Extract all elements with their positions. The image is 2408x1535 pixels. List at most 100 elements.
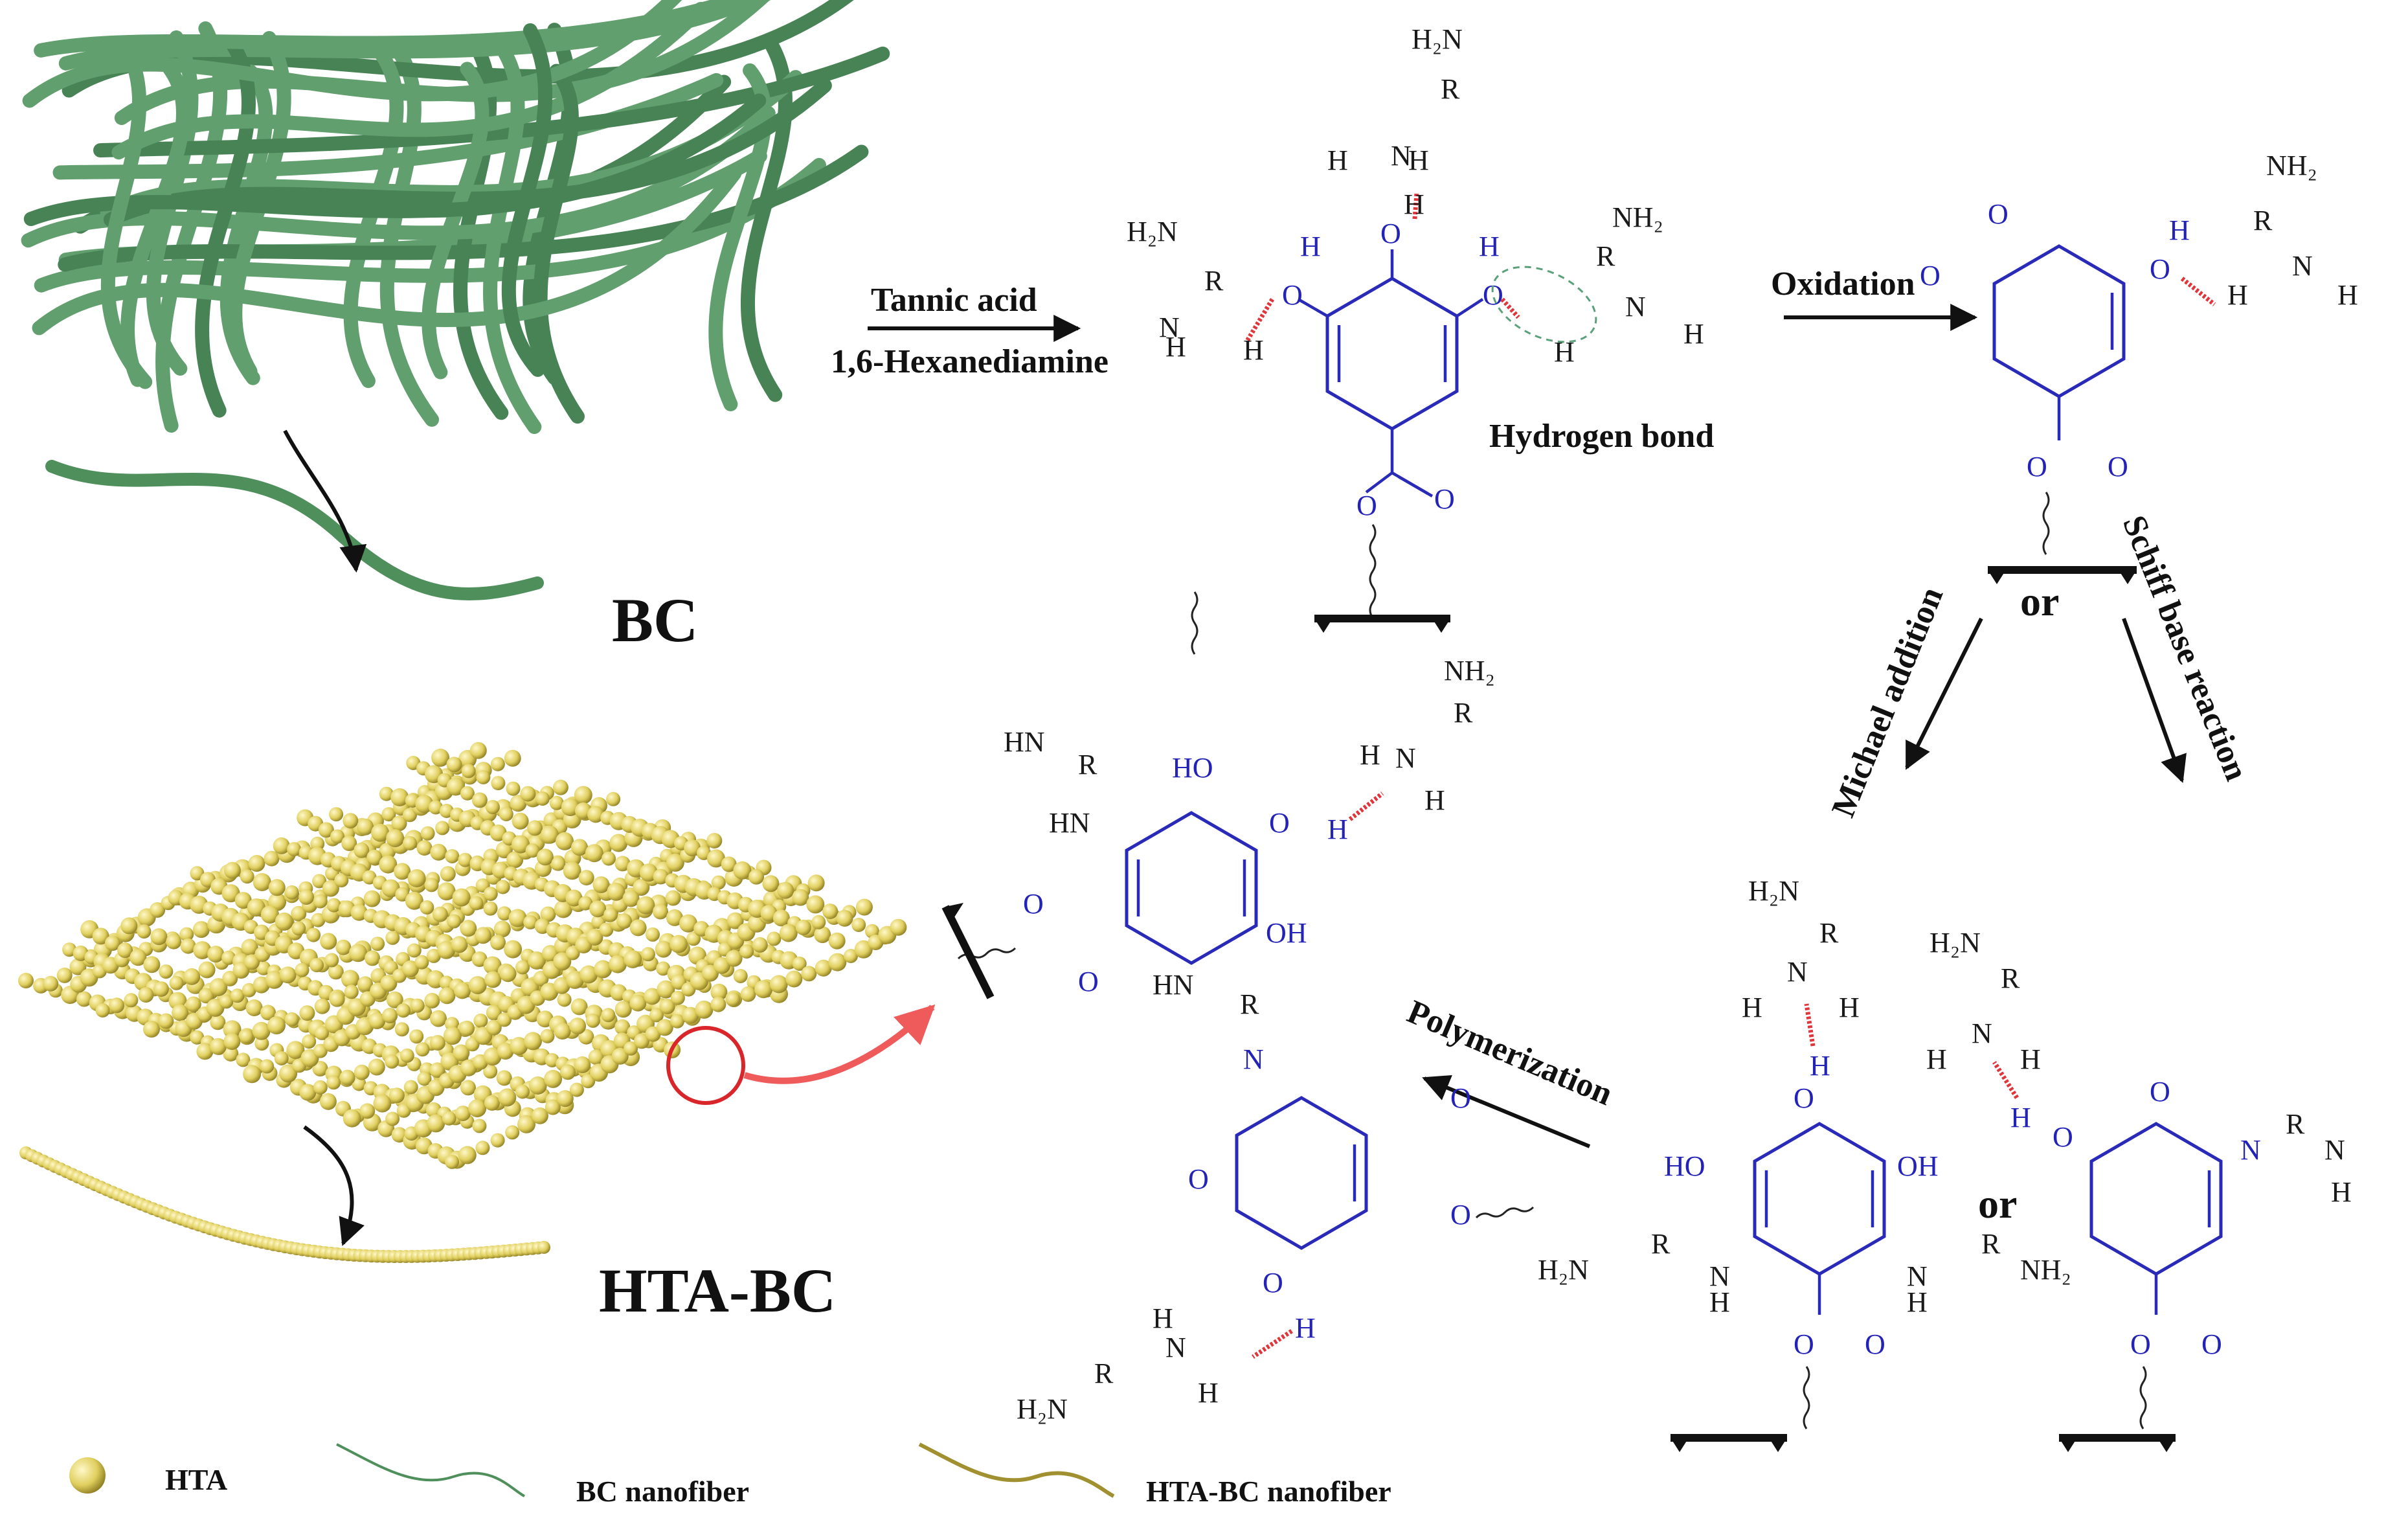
atom-label: O bbox=[1380, 218, 1401, 249]
hta-bead bbox=[585, 1013, 600, 1028]
hta-bead bbox=[396, 1003, 411, 1018]
hta-bead bbox=[646, 927, 660, 942]
hta-bead bbox=[721, 856, 737, 872]
zoom-red-arrow bbox=[743, 1004, 936, 1084]
bc-fiber-strand bbox=[32, 166, 742, 335]
atom-label: O bbox=[1450, 1199, 1471, 1231]
hta-bead bbox=[649, 1008, 664, 1023]
atom-label: H bbox=[1327, 144, 1348, 176]
atom-label: H bbox=[1424, 784, 1445, 816]
atom-label: HN bbox=[1049, 807, 1090, 839]
atom-label: R bbox=[1596, 240, 1615, 272]
hta-bead bbox=[475, 927, 491, 944]
hta-bead bbox=[545, 1099, 561, 1115]
bc-fiber-strand bbox=[111, 1, 708, 160]
hta-bead bbox=[221, 950, 236, 965]
atom-label: H bbox=[2337, 279, 2358, 311]
hta-bead bbox=[634, 1033, 649, 1049]
arrow-schiff bbox=[2122, 617, 2187, 783]
hta-bead bbox=[614, 856, 631, 872]
hta-bead bbox=[739, 944, 754, 959]
hta-bead bbox=[330, 829, 344, 844]
hta-bead bbox=[334, 873, 349, 888]
hta-bead bbox=[554, 900, 572, 918]
hta-bead bbox=[350, 904, 368, 921]
hta-bead bbox=[253, 873, 271, 891]
hta-bead bbox=[385, 1054, 399, 1069]
hta-bead bbox=[291, 905, 307, 922]
hta-bead bbox=[508, 909, 527, 927]
hta-bead bbox=[682, 1006, 699, 1024]
hta-bead bbox=[284, 1012, 299, 1027]
hta-bead bbox=[585, 844, 603, 863]
hta-bead bbox=[453, 1044, 470, 1062]
hta-bead bbox=[670, 990, 685, 1005]
hta-bead bbox=[536, 848, 554, 866]
hta-bead bbox=[405, 891, 423, 910]
bc-fiber-strand bbox=[195, 39, 256, 418]
hta-bead bbox=[579, 965, 598, 984]
atom-label: H bbox=[2169, 214, 2190, 246]
hta-bead bbox=[517, 1115, 535, 1133]
hta-bead bbox=[209, 978, 228, 997]
hta-bead bbox=[523, 915, 538, 929]
polymerized-product: HN R HN HO O H OH NH₂ R N H H O O HN R N… bbox=[941, 591, 1535, 1425]
hta-bead bbox=[179, 927, 194, 942]
atom-label: R bbox=[1204, 265, 1224, 297]
hta-bead bbox=[578, 896, 593, 911]
hta-bead bbox=[291, 921, 306, 936]
atom-label: R bbox=[1094, 1358, 1114, 1389]
hta-bead bbox=[198, 961, 216, 979]
hta-bead bbox=[420, 900, 434, 915]
hta-bead bbox=[385, 930, 400, 945]
hta-bead bbox=[368, 1058, 385, 1076]
hta-bead bbox=[525, 843, 540, 858]
hta-bead bbox=[806, 895, 825, 914]
hta-bead bbox=[459, 1020, 475, 1036]
hta-bead bbox=[267, 1016, 286, 1035]
atom-label: O bbox=[1078, 966, 1099, 997]
hta-bead bbox=[725, 949, 743, 967]
hta-bead bbox=[445, 849, 460, 863]
hta-bead bbox=[371, 823, 390, 842]
hta-bead bbox=[772, 909, 790, 927]
atom-label: H bbox=[1153, 1302, 1173, 1334]
hta-bead bbox=[851, 918, 866, 932]
hta-bead bbox=[486, 1005, 502, 1021]
hta-bead bbox=[458, 852, 473, 867]
hta-bead bbox=[499, 965, 517, 983]
hta-bead bbox=[362, 870, 377, 885]
hta-bead bbox=[341, 836, 357, 851]
hta-bead bbox=[592, 876, 610, 893]
bc-fiber-strand bbox=[22, 0, 682, 108]
hta-bead bbox=[445, 1154, 460, 1169]
hta-bead bbox=[219, 994, 234, 1009]
hta-bead bbox=[733, 861, 752, 880]
hta-bead bbox=[209, 1038, 227, 1055]
hta-bead bbox=[807, 874, 825, 892]
hta-bead bbox=[614, 1019, 631, 1035]
atom-label: N bbox=[1395, 742, 1416, 774]
hta-bead bbox=[279, 1064, 298, 1083]
hta-bead bbox=[622, 890, 640, 907]
hta-bead bbox=[247, 898, 265, 917]
hta-bead bbox=[198, 988, 214, 1004]
hta-bead bbox=[409, 1029, 424, 1044]
hta-bead bbox=[659, 999, 675, 1014]
hta-bead bbox=[710, 996, 726, 1012]
hta-bead bbox=[284, 885, 299, 900]
hta-bead bbox=[624, 950, 642, 968]
hta-bead bbox=[601, 1008, 616, 1023]
hta-bead bbox=[223, 1045, 239, 1062]
hta-bead bbox=[417, 1071, 432, 1086]
atom-label: O bbox=[1282, 279, 1303, 311]
hta-bead bbox=[684, 839, 701, 857]
hta-bead bbox=[565, 946, 580, 961]
atom-label: O bbox=[1794, 1082, 1814, 1114]
hta-bead bbox=[495, 841, 513, 859]
atom-label: O bbox=[1794, 1328, 1814, 1360]
legend-hta: HTA bbox=[165, 1463, 227, 1496]
hta-bead bbox=[239, 1029, 254, 1044]
hta-bead bbox=[490, 756, 505, 771]
hta-bead bbox=[420, 826, 435, 841]
